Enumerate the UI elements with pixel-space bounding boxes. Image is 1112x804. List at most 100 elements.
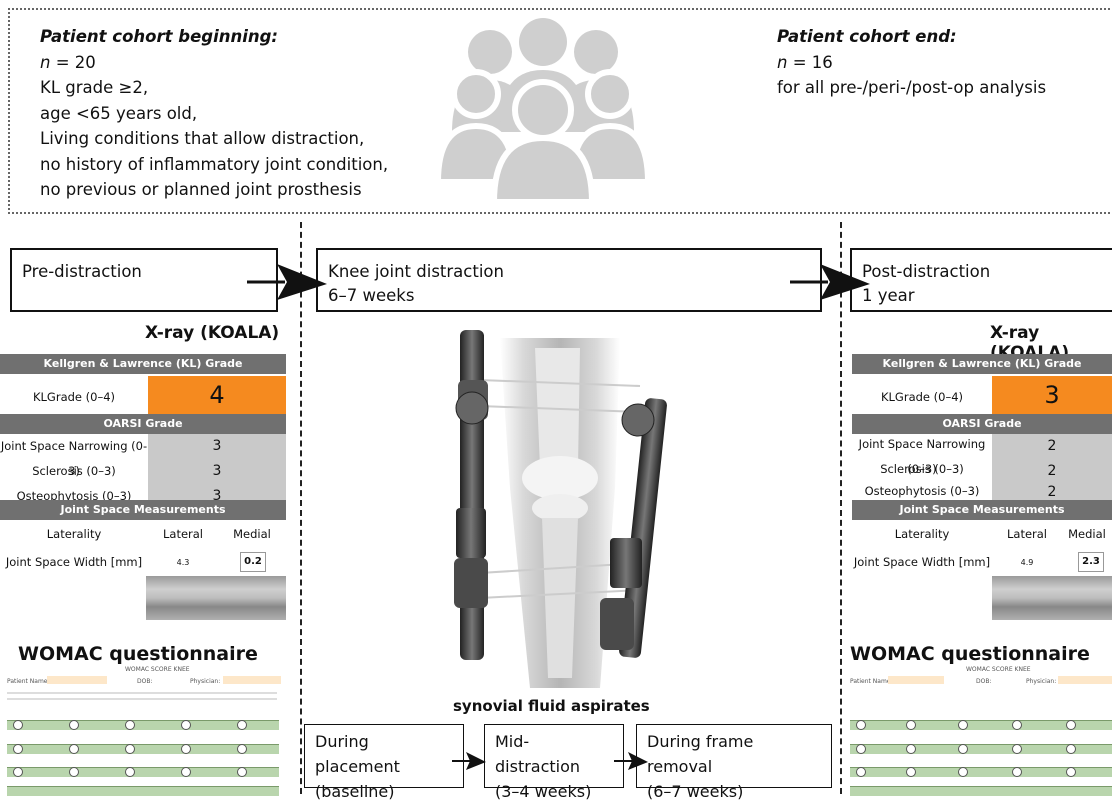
jsw-medial: 0.2: [240, 552, 266, 572]
patient-name-label: Patient Name:: [7, 678, 50, 685]
xray-table-right: Kellgren & Lawrence (KL) Grade KLGrade (…: [852, 354, 1112, 594]
arrow-right-icon: [614, 752, 648, 770]
patient-name-field[interactable]: [47, 676, 107, 684]
instructions-lines: [7, 692, 277, 694]
step-label: During frame removal: [647, 732, 754, 776]
radio-option[interactable]: [69, 744, 79, 754]
oarsi-value: 3: [148, 459, 286, 484]
answer-row: [850, 744, 1112, 754]
oarsi-label: Osteophytosis (0–3): [864, 484, 980, 498]
n-label: n: [777, 52, 788, 72]
n-label: n: [40, 52, 51, 72]
cohort-box: [8, 8, 1112, 214]
knee-xray-thumbnail: [992, 576, 1112, 620]
womac-form-left: WOMAC SCORE KNEE Patient Name: DOB: Phys…: [5, 664, 287, 796]
oarsi-header: OARSI Grade: [0, 414, 286, 434]
xray-title-left: X-ray (KOALA): [145, 323, 280, 343]
oarsi-header: OARSI Grade: [852, 414, 1112, 434]
kl-header: Kellgren & Lawrence (KL) Grade: [0, 354, 286, 374]
criterion: age <65 years old,: [40, 103, 198, 123]
arrow-right-icon: [790, 264, 870, 300]
jsm-header: Joint Space Measurements: [852, 500, 1112, 520]
form-title: WOMAC SCORE KNEE: [125, 666, 190, 673]
kl-label: KLGrade (0–4): [32, 390, 116, 404]
radio-option[interactable]: [181, 744, 191, 754]
physician-field[interactable]: [223, 676, 281, 684]
synovial-step: During placement (baseline): [304, 724, 464, 801]
oarsi-value: 2: [992, 459, 1112, 484]
radio-option[interactable]: [906, 720, 916, 730]
step-timing: (6–7 weeks): [647, 782, 744, 801]
cohort-end-heading: Patient cohort end:: [777, 27, 957, 46]
jsw-label: Joint Space Width [mm]: [853, 555, 991, 569]
physician-field[interactable]: [1058, 676, 1112, 684]
radio-option[interactable]: [958, 720, 968, 730]
stage-duration: 6–7 weeks: [328, 286, 415, 305]
radio-option[interactable]: [958, 744, 968, 754]
radio-option[interactable]: [1012, 767, 1022, 777]
arrow-right-icon: [247, 264, 327, 300]
cohort-end-note: for all pre-/peri-/post-op analysis: [777, 78, 1047, 97]
cohort-begin-n: n = 20: [40, 50, 388, 76]
radio-option[interactable]: [181, 767, 191, 777]
criterion: no history of inflammatory joint conditi…: [40, 154, 389, 174]
knee-xray-thumbnail: [146, 576, 286, 620]
kl-value: 3: [992, 376, 1112, 414]
patient-name-field[interactable]: [888, 676, 944, 684]
arrow-right-icon: [452, 752, 486, 770]
womac-title-right: WOMAC questionnaire: [850, 643, 1090, 665]
radio-option[interactable]: [125, 767, 135, 777]
answer-row: [850, 786, 1112, 796]
stage-post: Post-distraction 1 year: [850, 248, 1112, 312]
radio-option[interactable]: [237, 767, 247, 777]
jsw-lateral: 4.3: [176, 558, 190, 567]
patient-name-label: Patient Name:: [850, 678, 893, 685]
laterality-label: Laterality: [46, 527, 102, 541]
radio-option[interactable]: [1012, 720, 1022, 730]
separator: [840, 222, 842, 794]
kl-label: KLGrade (0–4): [880, 390, 964, 404]
answer-row: [7, 767, 279, 777]
radio-option[interactable]: [181, 720, 191, 730]
radio-option[interactable]: [958, 767, 968, 777]
radio-option[interactable]: [906, 767, 916, 777]
criterion: Living conditions that allow distraction…: [40, 129, 365, 148]
radio-option[interactable]: [13, 767, 23, 777]
laterality-label: Laterality: [894, 527, 950, 541]
oarsi-label: Joint Space Narrowing (0-3): [0, 439, 148, 478]
radio-option[interactable]: [237, 720, 247, 730]
radio-option[interactable]: [69, 767, 79, 777]
criterion: KL grade ≥2,: [40, 78, 149, 97]
oarsi-label: Sclerosis (0–3): [880, 462, 964, 476]
synovial-step: Mid-distraction (3–4 weeks): [484, 724, 624, 801]
jsm-header: Joint Space Measurements: [0, 500, 286, 520]
radio-option[interactable]: [856, 720, 866, 730]
radio-option[interactable]: [13, 720, 23, 730]
radio-option[interactable]: [856, 744, 866, 754]
radio-option[interactable]: [1012, 744, 1022, 754]
radio-option[interactable]: [125, 720, 135, 730]
radio-option[interactable]: [856, 767, 866, 777]
cohort-begin-heading: Patient cohort beginning:: [40, 27, 279, 46]
dob-label: DOB:: [137, 678, 153, 685]
radio-option[interactable]: [237, 744, 247, 754]
radio-option[interactable]: [13, 744, 23, 754]
radio-option[interactable]: [125, 744, 135, 754]
lateral-label: Lateral: [162, 527, 203, 541]
kl-value: 4: [148, 376, 286, 414]
radio-option[interactable]: [1066, 744, 1076, 754]
separator: [300, 222, 302, 794]
womac-form-right: WOMAC SCORE KNEE Patient Name: DOB: Phys…: [848, 664, 1112, 796]
answer-row: [850, 767, 1112, 777]
radio-option[interactable]: [1066, 720, 1076, 730]
radio-option[interactable]: [906, 744, 916, 754]
xray-table-left: Kellgren & Lawrence (KL) Grade KLGrade (…: [0, 354, 286, 594]
radio-option[interactable]: [1066, 767, 1076, 777]
form-title: WOMAC SCORE KNEE: [966, 666, 1031, 673]
jsw-lateral: 4.9: [1020, 558, 1034, 567]
oarsi-value: 3: [148, 484, 286, 500]
radio-option[interactable]: [69, 720, 79, 730]
lateral-label: Lateral: [1006, 527, 1047, 541]
synovial-step: During frame removal (6–7 weeks): [636, 724, 832, 801]
stage-label: Knee joint distraction: [328, 262, 504, 281]
